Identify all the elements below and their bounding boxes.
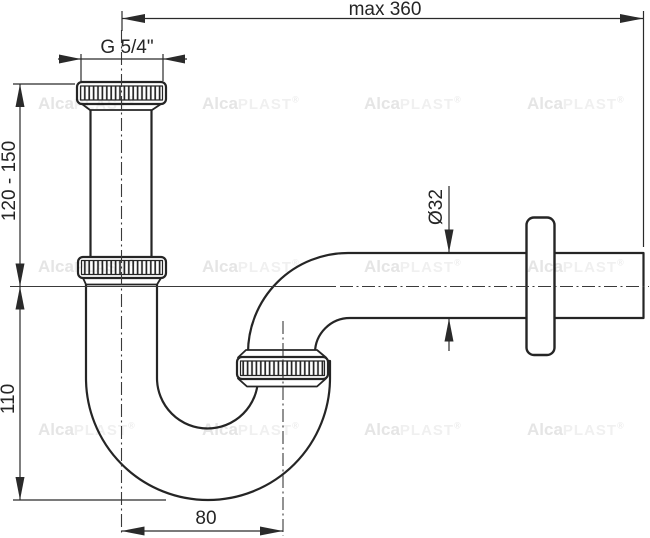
dimension-pipe-diameter: Ø32 (426, 186, 454, 351)
arrow-up (15, 286, 25, 310)
arrow-left (122, 14, 145, 23)
trap-u-bend (84, 274, 332, 502)
inlet-height-label: 120 - 150 (0, 141, 20, 221)
arrow-down (15, 477, 25, 500)
arrow-inward-right (59, 54, 81, 64)
arrow-up (444, 318, 454, 342)
centerlines (10, 30, 649, 536)
trap-depth-label: 110 (0, 384, 19, 414)
arrow-right (620, 14, 644, 23)
arrow-down (15, 263, 25, 287)
arrow-inward-left (163, 54, 185, 64)
arrow-right (260, 526, 283, 536)
arrow-down (444, 229, 454, 253)
max-width-label: max 360 (349, 0, 422, 20)
pipe-diameter-label: Ø32 (426, 189, 447, 225)
dimension-inlet-height: 120 - 150 (0, 83, 75, 287)
thread-size-label: G 5/4" (100, 37, 153, 58)
arrow-left (121, 526, 145, 536)
arrow-up (15, 84, 25, 107)
dimension-trap-depth: 110 (0, 286, 166, 501)
union-nuts (75, 80, 330, 388)
dimension-max-width: max 360 (121, 0, 645, 247)
siphon-body (84, 98, 645, 502)
dimension-outlet-offset: 80 (121, 508, 283, 536)
outlet-offset-label: 80 (195, 508, 216, 529)
dimension-thread-size: G 5/4" (58, 37, 187, 81)
outlet-elbow-pipe (246, 251, 645, 363)
